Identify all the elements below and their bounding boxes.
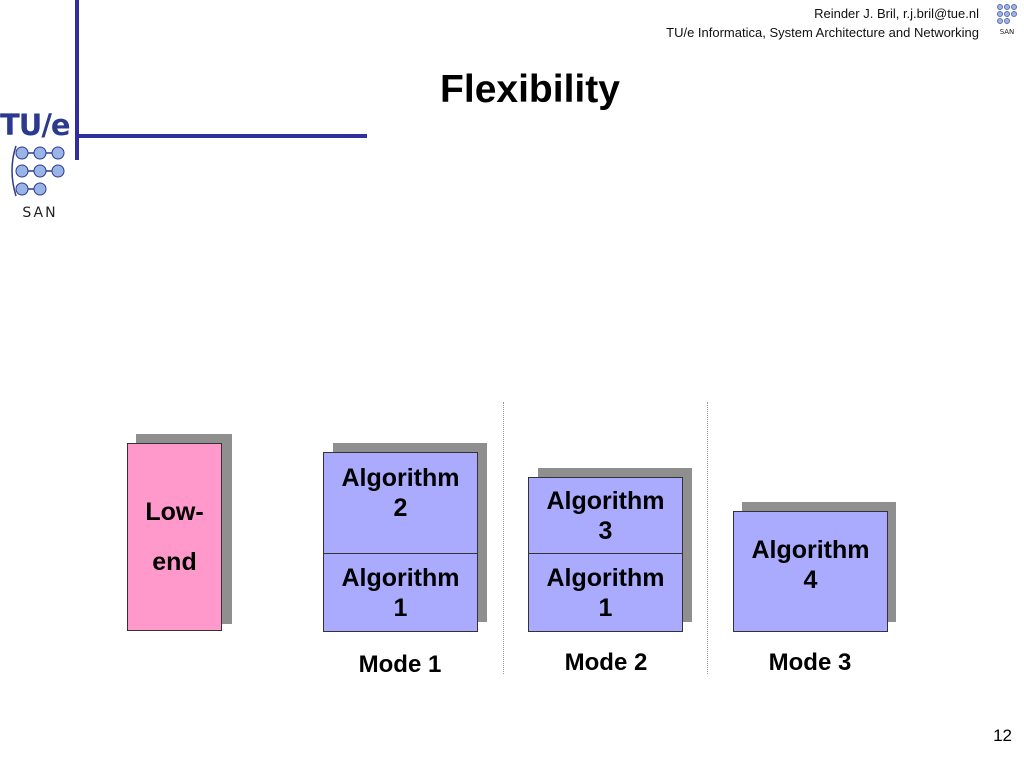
mode1-top-box: Algorithm 2 bbox=[323, 452, 478, 554]
author-info: Reinder J. Bril, r.j.bril@tue.nl TU/e In… bbox=[666, 4, 979, 42]
header-vertical-rule bbox=[75, 0, 79, 160]
san-small-logo-text: SAN bbox=[1000, 28, 1015, 36]
mode3-box: Algorithm 4 bbox=[733, 511, 888, 632]
author-line-1: Reinder J. Bril, r.j.bril@tue.nl bbox=[814, 6, 979, 21]
mode1-label: Mode 1 bbox=[358, 651, 442, 678]
separator-2 bbox=[707, 402, 708, 674]
tue-logo: TU/e bbox=[0, 108, 71, 142]
san-small-logo-icon: SAN bbox=[997, 4, 1017, 36]
san-logo-icon: SAN bbox=[11, 145, 65, 221]
tue-logo-text: TU/e bbox=[0, 108, 71, 142]
low-end-label-line1: Low- bbox=[145, 498, 204, 526]
slide-title: Flexibility bbox=[440, 68, 620, 111]
mode2-label: Mode 2 bbox=[564, 649, 648, 676]
mode2-bottom-box: Algorithm 1 bbox=[528, 553, 683, 632]
san-logo-text: SAN bbox=[22, 205, 57, 221]
separator-1 bbox=[503, 402, 504, 674]
mode2-top-box: Algorithm 3 bbox=[528, 477, 683, 554]
author-line-2: TU/e Informatica, System Architecture an… bbox=[666, 25, 979, 40]
mode3-label: Mode 3 bbox=[768, 649, 852, 676]
low-end-label-line2: end bbox=[152, 548, 197, 576]
header-horizontal-rule bbox=[75, 134, 367, 138]
page-number: 12 bbox=[993, 726, 1012, 745]
low-end-box: Low- end bbox=[127, 443, 222, 631]
mode1-bottom-box: Algorithm 1 bbox=[323, 553, 478, 632]
